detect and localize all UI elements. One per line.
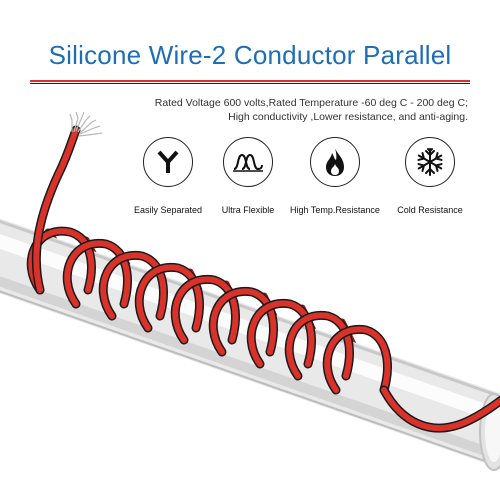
page-title: Silicone Wire-2 Conductor Parallel bbox=[48, 40, 452, 70]
snowflake-icon bbox=[405, 137, 455, 187]
feature-high-temp-resistance: High Temp.Resistance bbox=[285, 137, 385, 215]
specs-line-1: Rated Voltage 600 volts,Rated Temperatur… bbox=[154, 97, 468, 109]
wire-coil-front bbox=[26, 125, 500, 433]
title-underline-red bbox=[30, 80, 470, 82]
y-split-icon bbox=[143, 137, 193, 187]
feature-label: Easily Separated bbox=[133, 205, 203, 215]
feature-easily-separated: Easily Separated bbox=[118, 137, 218, 215]
specs-line-2: High conductivity ,Lower resistance, and… bbox=[228, 111, 468, 123]
stripped-wire-ends bbox=[69, 111, 103, 137]
feature-ultra-flexible: Ultra Flexible bbox=[198, 137, 298, 215]
feature-label: High Temp.Resistance bbox=[290, 205, 380, 215]
feature-label: Cold Resistance bbox=[397, 205, 463, 215]
flame-icon bbox=[310, 137, 360, 187]
title-underline-black bbox=[30, 83, 470, 84]
feature-cold-resistance: Cold Resistance bbox=[380, 137, 480, 215]
flex-coil-icon bbox=[223, 137, 273, 187]
specs-text: Rated Voltage 600 volts,Rated Temperatur… bbox=[138, 96, 468, 124]
feature-label: Ultra Flexible bbox=[221, 205, 275, 215]
